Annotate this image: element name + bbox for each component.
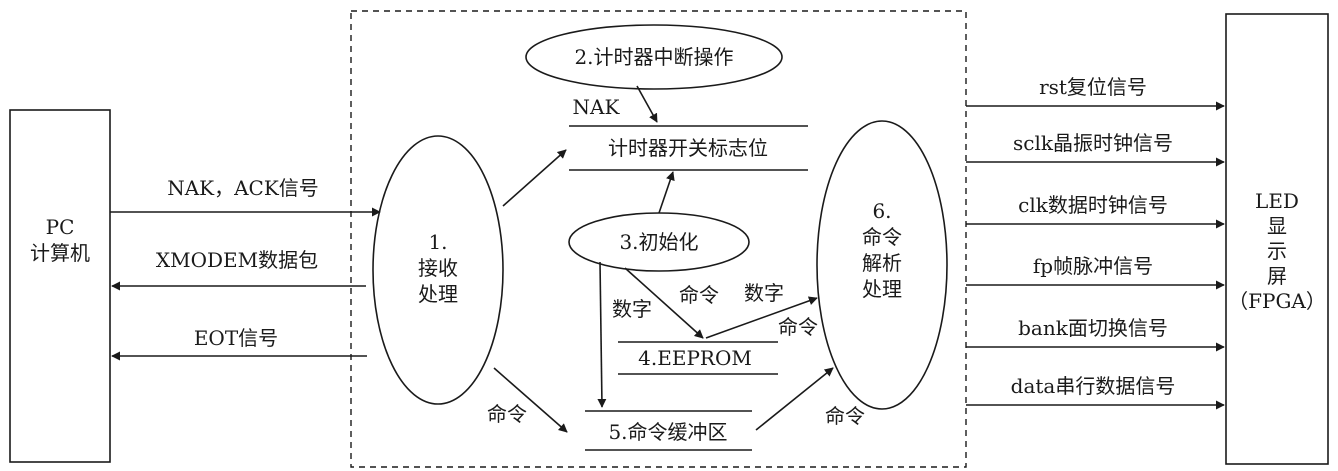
pc-label-line2: 计算机 bbox=[30, 241, 90, 265]
process-init: 3.初始化 bbox=[568, 212, 750, 272]
flow-init-digit-label: 数字 bbox=[612, 297, 652, 321]
led-label-line2: 显 bbox=[1267, 214, 1287, 238]
flow-receive-to-buffer-arrow bbox=[493, 367, 568, 433]
process-command: 6. 命令 解析 处理 bbox=[816, 120, 948, 410]
store-eeprom-label: 4.EEPROM bbox=[638, 346, 752, 370]
process-command-line1: 6. bbox=[872, 199, 891, 223]
flow-bank-label: bank面切换信号 bbox=[1018, 316, 1168, 340]
flow-nak-arrow bbox=[636, 85, 658, 123]
flow-fp-label: fp帧脉冲信号 bbox=[1033, 254, 1153, 278]
process-receive-line2: 接收 bbox=[418, 256, 458, 280]
store-cmd-buffer: 5.命令缓冲区 bbox=[585, 410, 752, 451]
flow-init-command-arrow bbox=[624, 267, 704, 339]
flow-eeprom-digit-label: 数字 bbox=[744, 281, 784, 305]
led-label-line3: 示 bbox=[1267, 239, 1287, 263]
flow-clk: clk数据时钟信号 bbox=[966, 193, 1225, 229]
led-entity: LED 显 示 屏 （FPGA） bbox=[1225, 13, 1329, 465]
flow-xmodem: XMODEM数据包 bbox=[111, 248, 366, 291]
flow-buffer-to-command-arrow bbox=[755, 367, 834, 431]
flow-eeprom-digit: 数字 bbox=[705, 281, 818, 339]
flow-eeprom-command-label: 命令 bbox=[778, 315, 818, 339]
system-boundary bbox=[350, 10, 967, 468]
process-command-line2: 命令 bbox=[862, 225, 902, 249]
process-receive-line3: 处理 bbox=[418, 282, 458, 306]
flow-rst: rst复位信号 bbox=[966, 75, 1225, 111]
process-init-label: 3.初始化 bbox=[619, 230, 698, 254]
process-timer: 2.计时器中断操作 bbox=[525, 24, 783, 90]
flow-init-command: 命令 bbox=[624, 267, 719, 339]
flow-bank: bank面切换信号 bbox=[966, 316, 1225, 352]
flow-init-to-timer-flag bbox=[658, 171, 675, 214]
process-receive-line1: 1. bbox=[428, 230, 447, 254]
flow-rst-label: rst复位信号 bbox=[1039, 75, 1147, 99]
store-timer-flag-label: 计时器开关标志位 bbox=[608, 136, 768, 160]
flow-eot: EOT信号 bbox=[111, 326, 367, 361]
flow-receive-to-buffer: 命令 bbox=[487, 367, 568, 433]
led-label-line4: 屏 bbox=[1267, 264, 1287, 288]
flow-receive-to-timer-flag-arrow bbox=[502, 149, 567, 207]
flow-nak-ack: NAK，ACK信号 bbox=[110, 176, 381, 217]
flow-eeprom-digit-arrow bbox=[705, 296, 818, 339]
flow-fp: fp帧脉冲信号 bbox=[966, 254, 1225, 290]
store-cmd-buffer-label: 5.命令缓冲区 bbox=[608, 420, 727, 444]
process-timer-ellipse bbox=[525, 24, 783, 90]
flow-nak-ack-label: NAK，ACK信号 bbox=[167, 176, 319, 200]
flow-data-label: data串行数据信号 bbox=[1011, 374, 1176, 398]
process-receive-ellipse bbox=[372, 135, 504, 405]
pc-box bbox=[9, 109, 111, 463]
pc-entity: PC 计算机 bbox=[9, 109, 111, 463]
led-label-line5: （FPGA） bbox=[1228, 289, 1326, 313]
flow-init-command-label: 命令 bbox=[679, 283, 719, 307]
flow-nak: NAK bbox=[573, 85, 658, 123]
flow-data: data串行数据信号 bbox=[966, 374, 1225, 410]
flow-buffer-to-command: 命令 bbox=[755, 367, 865, 431]
flow-init-to-timer-flag-arrow bbox=[658, 171, 675, 214]
store-timer-flag: 计时器开关标志位 bbox=[569, 125, 808, 171]
flow-receive-command-label: 命令 bbox=[487, 402, 527, 426]
pc-label-line1: PC bbox=[46, 215, 75, 239]
process-command-line3: 解析 bbox=[862, 251, 902, 275]
flow-sclk: sclk晶振时钟信号 bbox=[966, 131, 1225, 167]
flow-init-digit: 数字 bbox=[597, 261, 652, 408]
led-label-line1: LED bbox=[1255, 189, 1299, 213]
process-timer-label: 2.计时器中断操作 bbox=[574, 45, 733, 69]
process-receive: 1. 接收 处理 bbox=[372, 135, 504, 405]
flow-clk-label: clk数据时钟信号 bbox=[1018, 193, 1168, 217]
flow-init-digit-arrow bbox=[597, 261, 607, 408]
flow-sclk-label: sclk晶振时钟信号 bbox=[1013, 131, 1173, 155]
led-box bbox=[1225, 13, 1329, 465]
flow-buffer-command-label: 命令 bbox=[825, 404, 865, 428]
process-command-line4: 处理 bbox=[862, 277, 902, 301]
process-command-ellipse bbox=[816, 120, 948, 410]
flow-nak-label: NAK bbox=[573, 95, 621, 119]
flow-receive-to-timer-flag bbox=[502, 149, 567, 207]
flow-xmodem-label: XMODEM数据包 bbox=[156, 248, 318, 272]
store-eeprom: 4.EEPROM bbox=[618, 341, 778, 375]
flow-eot-label: EOT信号 bbox=[194, 326, 278, 350]
